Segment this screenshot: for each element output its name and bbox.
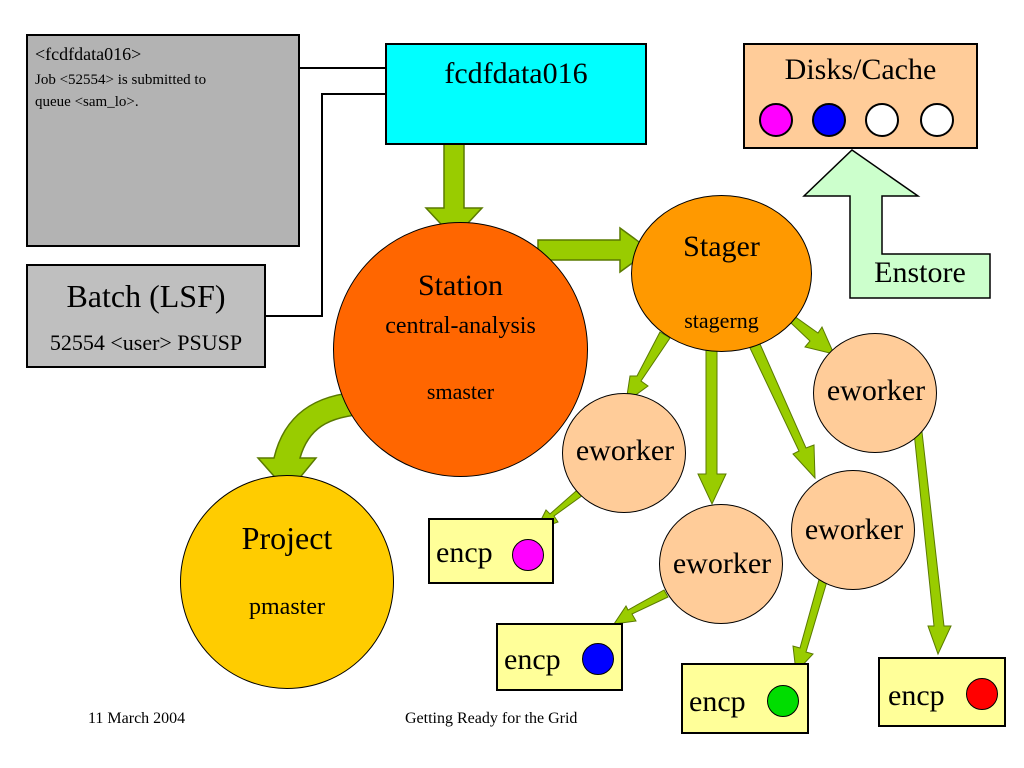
footer-date: 11 March 2004 (88, 710, 186, 727)
encp-box: encp (878, 657, 1006, 727)
eworker-label: eworker (575, 434, 675, 467)
eworker3-to-encp3-arrow (792, 575, 829, 674)
stager-to-eworker2-arrow (697, 349, 727, 506)
eworker-label: eworker (804, 513, 904, 546)
station-subtitle: central-analysis (385, 313, 536, 339)
stager-title: Stager (683, 230, 760, 263)
encp-file-dot-magenta (512, 539, 544, 571)
eworker-node: eworker (659, 504, 783, 624)
host-label: fcdfdata016 (444, 57, 588, 90)
disk-slot-magenta (759, 103, 793, 137)
encp-file-dot-blue (582, 643, 614, 675)
project-title: Project (241, 520, 333, 556)
eworker-node: eworker (813, 333, 937, 453)
enstore-up-arrow (802, 149, 991, 299)
station-process: smaster (426, 379, 495, 404)
log-line-2: Job <52554> is submitted to (35, 72, 207, 88)
project-node: Project pmaster (180, 475, 394, 689)
batch-title: Batch (LSF) (66, 278, 226, 314)
eworker4-to-encp4-arrow (913, 431, 952, 656)
stager-to-eworker4-arrow (789, 315, 835, 355)
eworker-label: eworker (826, 374, 926, 407)
eworker-node: eworker (791, 470, 915, 590)
project-process: pmaster (249, 594, 325, 620)
encp-label: encp (504, 643, 561, 676)
host-box: fcdfdata016 (385, 43, 647, 145)
encp-box: encp (681, 663, 809, 734)
disks-cache-title: Disks/Cache (784, 53, 937, 86)
encp-label: encp (436, 536, 493, 569)
footer-title: Getting Ready for the Grid (405, 710, 578, 727)
batch-to-host-line (266, 93, 386, 317)
disk-slot-blue (812, 103, 846, 137)
stager-to-eworker3-arrow (749, 343, 816, 480)
station-title: Station (417, 269, 503, 302)
enstore-label: Enstore (874, 256, 966, 289)
batch-detail: 52554 <user> PSUSP (49, 330, 243, 355)
disks-cache-box: Disks/Cache (743, 43, 978, 149)
stager-process: stagerng (684, 308, 759, 333)
encp-label: encp (888, 679, 945, 712)
station-to-project-arrow (256, 391, 369, 494)
eworker2-to-encp2-arrow (612, 589, 669, 625)
encp-file-dot-red (966, 678, 998, 710)
encp-label: encp (689, 685, 746, 718)
disk-slot-empty-1 (865, 103, 899, 137)
encp-file-dot-green (767, 685, 799, 717)
eworker-node: eworker (562, 393, 686, 513)
stager-to-eworker1-arrow (625, 331, 671, 404)
log-line-1: <fcdfdata016> (35, 44, 142, 64)
encp-box: encp (428, 518, 554, 584)
log-box: <fcdfdata016> Job <52554> is submitted t… (26, 34, 300, 247)
disk-slot-empty-2 (920, 103, 954, 137)
batch-box: Batch (LSF) 52554 <user> PSUSP (26, 264, 266, 368)
eworker-label: eworker (672, 547, 772, 580)
stager-node: Stager stagerng (631, 195, 812, 352)
station-node: Station central-analysis smaster (333, 222, 588, 477)
encp-box: encp (496, 623, 623, 691)
log-line-3: queue <sam_lo>. (35, 94, 139, 110)
